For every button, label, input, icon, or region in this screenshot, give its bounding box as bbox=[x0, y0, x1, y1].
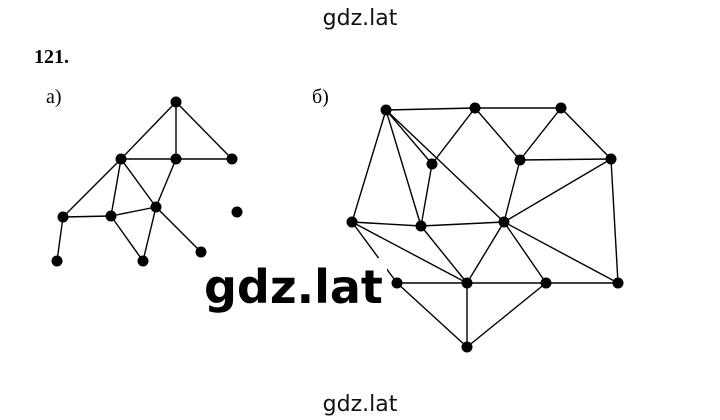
edge bbox=[56, 216, 64, 262]
edge bbox=[396, 282, 468, 348]
edge bbox=[62, 158, 122, 218]
vertex bbox=[231, 206, 243, 218]
vertex bbox=[514, 154, 526, 166]
edge bbox=[155, 206, 202, 253]
graph-b-vertices bbox=[346, 102, 624, 353]
graph-a-vertices bbox=[51, 96, 243, 267]
edge bbox=[420, 221, 505, 227]
edge bbox=[466, 282, 547, 348]
vertex bbox=[461, 277, 473, 289]
vertex bbox=[346, 216, 358, 228]
edge bbox=[385, 109, 433, 165]
edge bbox=[420, 163, 433, 227]
vertex bbox=[115, 153, 127, 165]
vertex bbox=[605, 153, 617, 165]
edge bbox=[120, 101, 177, 160]
edge bbox=[503, 159, 521, 223]
edge bbox=[519, 158, 612, 161]
edge bbox=[110, 206, 157, 217]
vertex bbox=[137, 255, 149, 267]
vertex bbox=[195, 246, 207, 258]
edge bbox=[110, 215, 144, 262]
graph-b-label: б) bbox=[312, 86, 329, 108]
vertex bbox=[105, 210, 117, 222]
edge bbox=[385, 109, 422, 227]
edge bbox=[431, 107, 476, 165]
vertex bbox=[426, 158, 438, 170]
vertex bbox=[415, 220, 427, 232]
graph-a-label: а) bbox=[46, 86, 62, 108]
edge bbox=[610, 158, 619, 284]
edge bbox=[503, 158, 612, 223]
edge bbox=[420, 225, 468, 284]
edge bbox=[560, 107, 612, 160]
problem-number: 121. bbox=[34, 46, 69, 68]
watermark-bottom: gdz.lat bbox=[322, 392, 398, 417]
edge bbox=[62, 215, 112, 218]
edge bbox=[466, 221, 505, 284]
vertex bbox=[555, 102, 567, 114]
vertex bbox=[170, 96, 182, 108]
vertex bbox=[150, 201, 162, 213]
graph-b-edges bbox=[351, 107, 619, 348]
edge bbox=[351, 221, 422, 227]
vertex bbox=[391, 277, 403, 289]
edge bbox=[351, 109, 387, 223]
vertex bbox=[540, 277, 552, 289]
edge bbox=[519, 107, 562, 161]
edge bbox=[155, 158, 177, 208]
edge bbox=[385, 107, 476, 111]
edge bbox=[503, 221, 619, 284]
edge bbox=[385, 109, 505, 223]
vertex bbox=[57, 211, 69, 223]
vertex bbox=[380, 104, 392, 116]
watermark-top: gdz.lat bbox=[322, 6, 398, 31]
graph-a-edges bbox=[56, 101, 233, 262]
edge bbox=[120, 158, 157, 208]
edge bbox=[142, 206, 157, 262]
vertex bbox=[170, 153, 182, 165]
vertex bbox=[51, 255, 63, 267]
vertex bbox=[469, 102, 481, 114]
edge bbox=[503, 221, 547, 284]
edge bbox=[351, 221, 468, 284]
edge bbox=[351, 221, 398, 284]
watermark-center: gdz.lat bbox=[200, 258, 387, 316]
edge bbox=[110, 158, 122, 217]
edge bbox=[175, 101, 233, 160]
edge bbox=[474, 107, 521, 161]
vertex bbox=[461, 341, 473, 353]
vertex bbox=[612, 277, 624, 289]
vertex bbox=[498, 216, 510, 228]
vertex bbox=[226, 153, 238, 165]
